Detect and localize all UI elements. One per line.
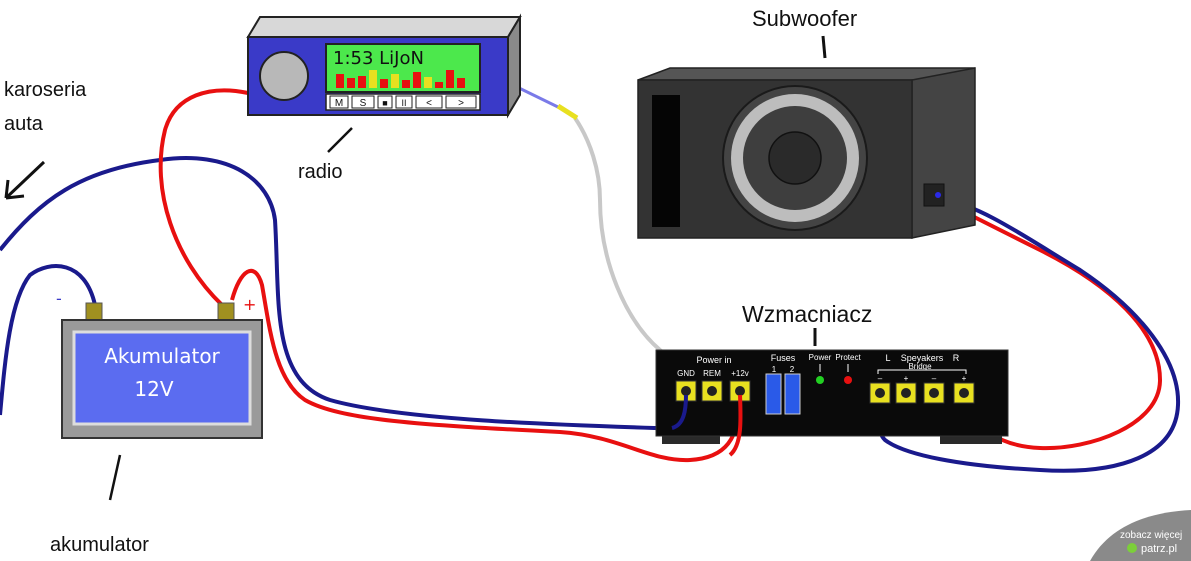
amp-speakers-l: L	[885, 353, 890, 363]
radio-power-wire	[158, 88, 249, 307]
amp-fuse2-label: 2	[790, 365, 795, 374]
label-karoseria-2: auta	[4, 113, 44, 135]
amp-rem: REM	[703, 369, 721, 378]
amp-foot-right	[940, 434, 1002, 444]
remote-wire-radio	[516, 85, 561, 110]
battery: Akumulator 12V - +	[56, 289, 263, 439]
amp-fuse-2	[784, 373, 801, 415]
battery-line2: 12V	[134, 377, 173, 401]
radio-button-stop[interactable]	[377, 95, 393, 109]
radio-display-text: 1:53 LiJoN	[333, 48, 424, 69]
amp-speaker-terminal-4-screw	[959, 388, 969, 398]
amp-term4-sign: +	[962, 374, 967, 383]
subwoofer	[637, 67, 976, 239]
subwoofer-dustcap	[768, 131, 822, 185]
label-radio: radio	[298, 161, 342, 183]
radio-knob	[259, 51, 309, 101]
radio-button-pause[interactable]	[395, 95, 413, 109]
amp-fuse-1	[765, 373, 782, 415]
battery-face	[72, 330, 252, 426]
battery-line1: Akumulator	[104, 344, 220, 368]
pointer-radio	[327, 127, 353, 153]
radio-button-s-label: S	[360, 98, 367, 109]
amp-term2-sign: +	[904, 374, 909, 383]
label-akumulator: akumulator	[50, 534, 149, 556]
battery-minus-label: -	[56, 289, 62, 308]
pointer-karoseria-arrow	[4, 160, 46, 200]
power-wire-end	[728, 394, 743, 457]
ground-wire-end	[671, 394, 688, 430]
amp-term1-sign: –	[878, 374, 883, 383]
pointer-subwoofer	[821, 35, 827, 59]
amp-power-wire	[230, 269, 742, 463]
radio-top	[246, 16, 522, 38]
amplifier: Power in GND REM +12v Fuses 1 2 Power Pr…	[655, 349, 1009, 444]
amp-bridge-bracket	[877, 369, 967, 374]
subwoofer-terminal-dot	[935, 192, 941, 198]
radio-button-pause-label: II	[401, 98, 406, 108]
subwoofer-terminal	[923, 183, 945, 207]
pointer-akumulator	[108, 454, 122, 501]
battery-minus-post	[85, 302, 103, 322]
watermark-bg	[1090, 510, 1191, 561]
radio-button-stop-label: ■	[382, 98, 387, 108]
radio-button-prev-label: <	[426, 98, 432, 109]
amp-terminal-12v-screw	[735, 386, 745, 396]
amp-plus12v: +12v	[731, 369, 749, 378]
radio-eq-bars	[336, 70, 465, 88]
battery-plus-label: +	[243, 295, 256, 314]
amp-power-label: Power	[809, 353, 832, 362]
label-wzmacniacz: Wzmacniacz	[742, 301, 872, 327]
radio-button-next-label: >	[458, 98, 464, 109]
amp-protect-label: Protect	[835, 353, 861, 362]
amp-speaker-terminal-2-screw	[901, 388, 911, 398]
watermark-logo-icon	[1127, 543, 1137, 553]
battery-plus-post	[217, 302, 235, 322]
radio-button-m[interactable]	[329, 95, 349, 109]
label-karoseria-1: karoseria	[4, 79, 87, 101]
amp-protect-led	[844, 376, 852, 384]
amp-speaker-terminal-1-screw	[875, 388, 885, 398]
radio-buttons: M S ■ II < >	[329, 95, 477, 109]
remote-wire-connector	[556, 103, 579, 121]
radio: 1:53 LiJoN M S ■ II <	[246, 13, 522, 119]
amp-speaker-terminal-3-screw	[929, 388, 939, 398]
amp-foot-left	[662, 434, 720, 444]
subwoofer-port	[652, 95, 680, 227]
amp-bridge: Bridge	[908, 362, 932, 371]
amp-terminal-rem-screw	[707, 386, 717, 396]
radio-button-m-label: M	[335, 98, 343, 109]
ground-wire-body	[0, 156, 688, 431]
amp-fuses: Fuses	[771, 353, 796, 363]
amp-fuse1-label: 1	[772, 365, 777, 374]
radio-button-s[interactable]	[351, 95, 375, 109]
amp-speakers-r: R	[953, 353, 960, 363]
subwoofer-side	[911, 67, 976, 239]
amp-terminal-gnd-screw	[681, 386, 691, 396]
speaker-wire-blue	[876, 198, 1181, 473]
label-subwoofer: Subwoofer	[752, 6, 857, 31]
amp-term3-sign: –	[932, 374, 937, 383]
radio-button-next[interactable]	[445, 95, 477, 109]
speaker-wire-red	[934, 195, 1163, 451]
amp-power-in: Power in	[696, 355, 731, 365]
amp-speakers: Speyakers	[901, 353, 944, 363]
watermark-line1: zobacz więcej	[1120, 530, 1182, 541]
watermark-line2: patrz.pl	[1141, 543, 1177, 555]
amp-power-led	[816, 376, 824, 384]
radio-button-prev[interactable]	[415, 95, 443, 109]
ground-wire-battery	[0, 264, 97, 416]
watermark: zobacz więcej patrz.pl	[1090, 510, 1191, 561]
amp-gnd: GND	[677, 369, 695, 378]
